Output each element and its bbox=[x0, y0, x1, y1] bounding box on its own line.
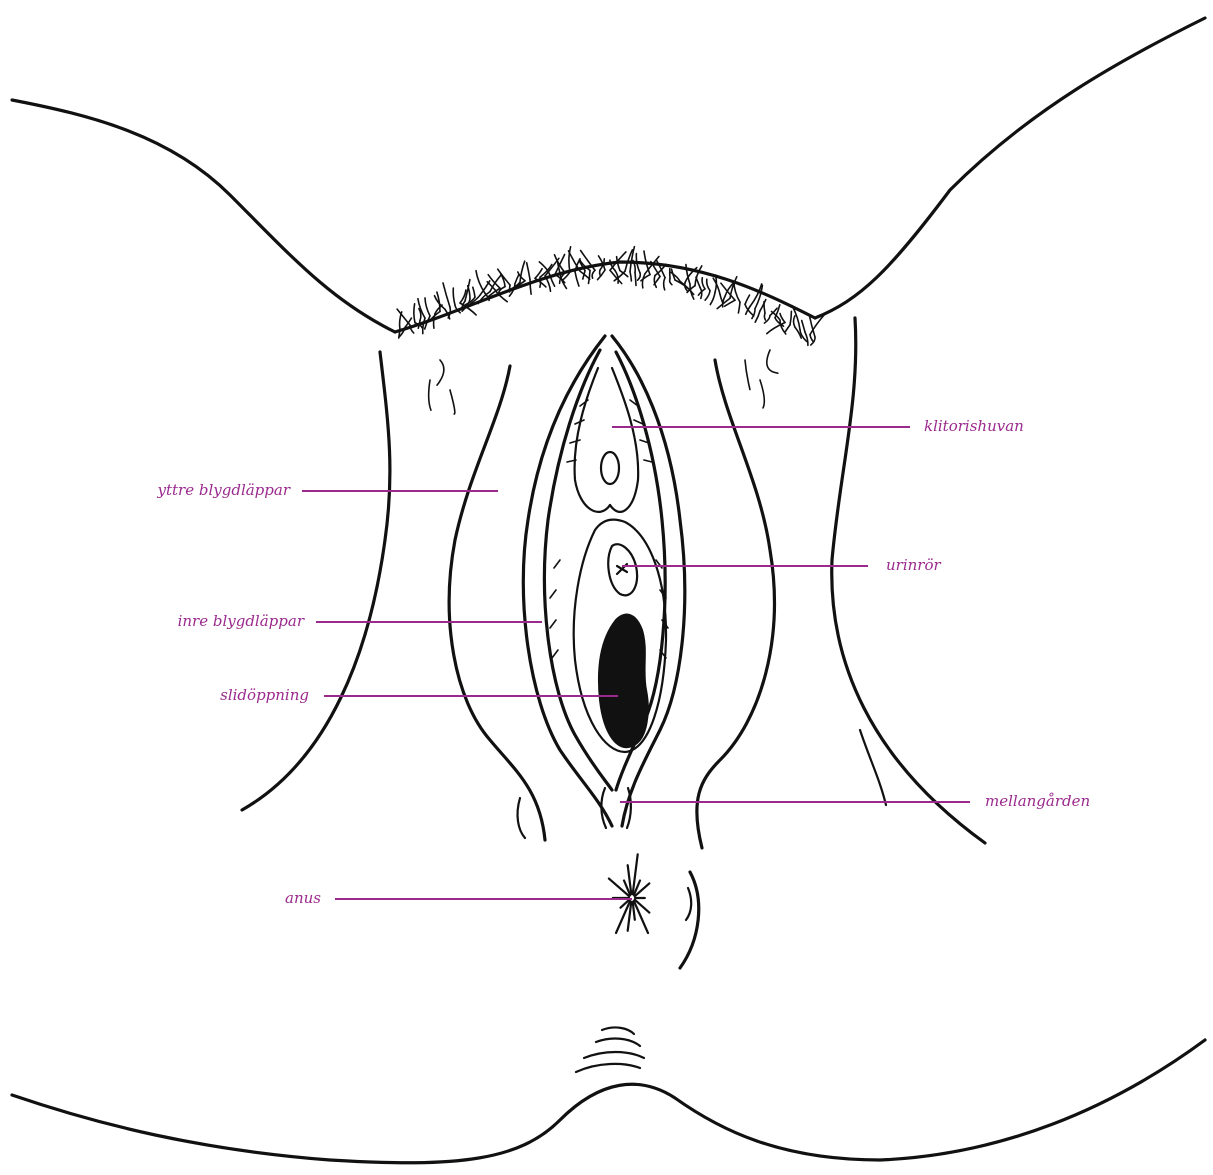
hair-strand bbox=[802, 321, 805, 333]
label-labia-minora: inre blygdläppar bbox=[178, 612, 305, 630]
hair-strand bbox=[575, 272, 579, 287]
hair-strand bbox=[450, 390, 455, 414]
hair-strand bbox=[696, 277, 700, 287]
hair-strand bbox=[767, 350, 778, 373]
hair-strand bbox=[598, 270, 606, 280]
hair-strand bbox=[745, 360, 750, 390]
hair-strand bbox=[738, 302, 740, 313]
hair-strand bbox=[702, 278, 705, 289]
hair-strand bbox=[764, 313, 765, 320]
hair-strand bbox=[583, 271, 585, 279]
hair-strand bbox=[414, 304, 415, 323]
body-outline bbox=[12, 18, 1205, 1163]
hair-strand bbox=[805, 332, 808, 345]
hair-strand bbox=[710, 292, 715, 304]
hair-strand bbox=[423, 318, 425, 333]
label-labia-majora: yttre blygdläppar bbox=[157, 481, 291, 499]
labia-majora-outline bbox=[449, 360, 886, 848]
hair-strand bbox=[705, 291, 710, 301]
hair-strand bbox=[418, 321, 420, 329]
label-clitoral-hood: klitorishuvan bbox=[924, 417, 1024, 435]
anus-drawing bbox=[609, 854, 699, 968]
hair-strand bbox=[755, 311, 760, 322]
hair-strand bbox=[790, 311, 791, 325]
hair-strand bbox=[443, 283, 450, 307]
hair-strand bbox=[810, 335, 814, 342]
label-perineum: mellangården bbox=[985, 792, 1090, 810]
hair-strand bbox=[630, 272, 631, 281]
hair-strand bbox=[468, 286, 470, 299]
labia-minora-outline bbox=[523, 336, 684, 828]
hair-strand bbox=[638, 273, 641, 280]
hair-strand bbox=[527, 263, 530, 280]
hair-strand bbox=[429, 380, 431, 410]
hair-strand bbox=[589, 270, 591, 283]
hair-strand bbox=[670, 279, 672, 285]
hair-strand bbox=[453, 288, 455, 305]
gluteal-cleft-lines bbox=[576, 1027, 644, 1072]
hair-strand bbox=[540, 277, 541, 287]
hair-strand bbox=[664, 278, 665, 290]
hair-strand bbox=[515, 274, 519, 283]
pubic-hair bbox=[395, 247, 825, 414]
hair-strand bbox=[760, 380, 764, 408]
label-urethra: urinrör bbox=[886, 556, 941, 574]
label-vaginal-opening: slidöppning bbox=[220, 686, 309, 704]
label-anus: anus bbox=[285, 889, 321, 907]
hair-strand bbox=[707, 279, 710, 290]
hair-strand bbox=[437, 360, 444, 385]
hair-strand bbox=[641, 275, 650, 281]
hair-strand bbox=[635, 272, 636, 285]
hair-strand bbox=[794, 316, 795, 328]
hair-strand bbox=[476, 271, 485, 294]
hair-strand bbox=[592, 270, 595, 278]
hair-strand bbox=[785, 325, 790, 332]
hair-strand bbox=[745, 295, 750, 304]
hair-strand bbox=[642, 274, 645, 288]
hair-strand bbox=[473, 287, 475, 297]
hair-strand bbox=[720, 294, 723, 302]
hair-strand bbox=[425, 298, 430, 316]
